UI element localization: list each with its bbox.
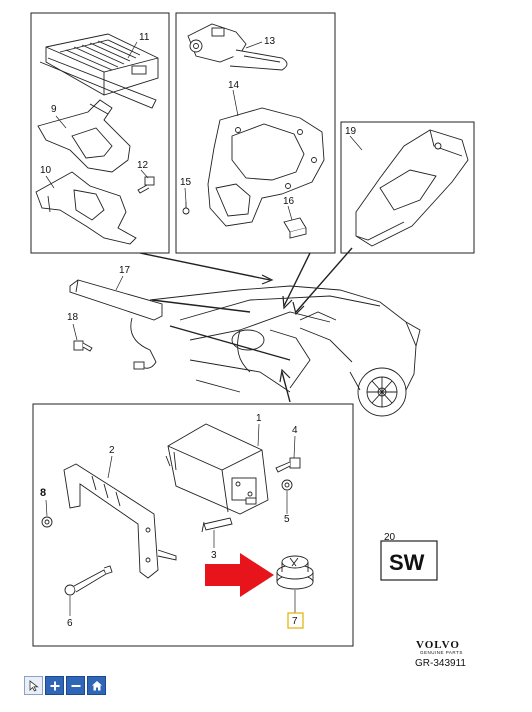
viewer-toolbar xyxy=(24,676,106,695)
select-button[interactable] xyxy=(24,676,43,695)
callout-1: 1 xyxy=(256,413,262,424)
part-1-module[interactable] xyxy=(165,423,269,515)
part-12-bolt[interactable] xyxy=(137,176,155,194)
callout-12: 12 xyxy=(137,160,149,171)
panel-control-module: 11 9 10 12 xyxy=(30,12,170,254)
callout-16: 16 xyxy=(283,196,295,207)
part-9-bracket[interactable] xyxy=(37,99,131,173)
zoom-out-button[interactable] xyxy=(66,676,85,695)
callout-2: 2 xyxy=(109,445,115,456)
brand-logo: VOLVO xyxy=(416,639,460,651)
highlight-box xyxy=(287,612,304,629)
callout-6: 6 xyxy=(67,618,73,629)
part-2-bracket[interactable] xyxy=(63,463,177,579)
callout-11: 11 xyxy=(139,32,150,43)
callout-17: 17 xyxy=(119,265,131,276)
callout-20: 20 xyxy=(384,532,396,543)
brand-block: VOLVO GENUINE PARTS GR-343911 xyxy=(415,639,466,669)
part-14-bracket[interactable] xyxy=(207,107,325,227)
reference-number: GR-343911 xyxy=(415,658,466,669)
callout-13: 13 xyxy=(264,36,276,47)
highlight-arrow xyxy=(205,553,274,597)
callout-14: 14 xyxy=(228,80,240,91)
callout-5: 5 xyxy=(284,514,290,525)
part-8-nut[interactable] xyxy=(41,516,53,528)
part-7-grommet[interactable] xyxy=(276,555,314,590)
callout-10: 10 xyxy=(40,165,52,176)
part-16-clip[interactable] xyxy=(283,217,307,239)
vehicle-illustration xyxy=(149,285,421,417)
part-13-sensor[interactable] xyxy=(187,23,288,71)
zoom-in-button[interactable] xyxy=(45,676,64,695)
location-arrows xyxy=(139,247,353,403)
part-17-trim-panel[interactable] xyxy=(69,279,163,370)
panel-sensor-bracket: 13 14 15 16 xyxy=(175,12,336,254)
callout-18: 18 xyxy=(67,312,79,323)
sw-label: SW xyxy=(389,550,425,575)
home-button[interactable] xyxy=(87,676,106,695)
callout-3: 3 xyxy=(211,550,217,561)
callout-8: 8 xyxy=(40,487,46,499)
sw-badge: 20 SW xyxy=(380,532,438,581)
callout-7[interactable]: 7 xyxy=(292,616,298,627)
part-11-control-unit[interactable] xyxy=(39,33,159,109)
home-icon xyxy=(91,680,102,690)
part-10-bracket[interactable] xyxy=(35,171,137,245)
part-3-stud[interactable] xyxy=(201,517,233,533)
callout-19: 19 xyxy=(345,126,357,137)
callout-15: 15 xyxy=(180,177,192,188)
part-6-screw[interactable] xyxy=(64,565,113,596)
callout-4: 4 xyxy=(292,425,298,436)
panel-cover: 19 xyxy=(340,121,475,254)
select-cursor-icon xyxy=(29,679,39,692)
part-18-bolt[interactable] xyxy=(73,340,93,352)
part-5-nut[interactable] xyxy=(281,479,293,491)
zoom-out-icon xyxy=(71,684,80,687)
callout-9: 9 xyxy=(51,104,57,115)
panel-main-assembly: 1 2 3 4 5 6 8 7 xyxy=(32,403,354,647)
part-15-screw[interactable] xyxy=(182,202,190,215)
part-4-bolt[interactable] xyxy=(275,457,301,473)
brand-tagline: GENUINE PARTS xyxy=(420,650,463,655)
zoom-in-icon xyxy=(50,681,59,690)
part-19-cover[interactable] xyxy=(355,129,469,247)
